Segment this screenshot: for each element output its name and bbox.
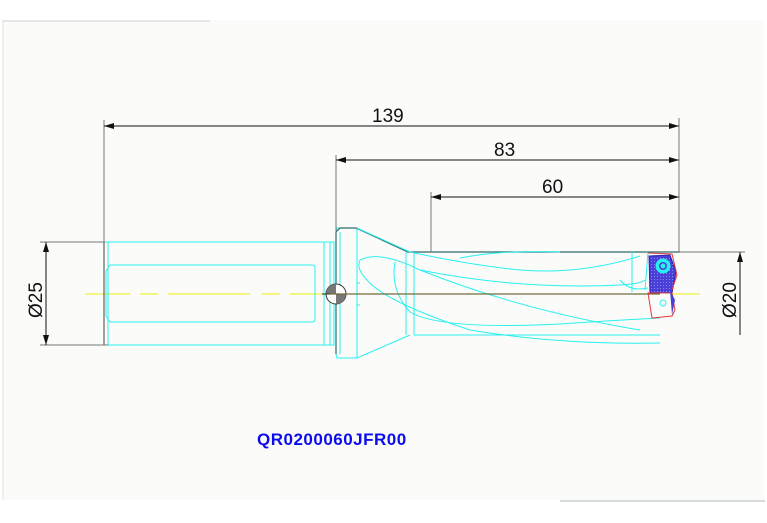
label-cutting-diameter: Ø20 (720, 282, 741, 318)
drawing-frame (2, 20, 764, 500)
fluted-body (358, 251, 661, 344)
part-number-label: QR0200060JFR00 (257, 430, 407, 449)
body-top-profile (335, 227, 680, 354)
cutting-insert (647, 252, 678, 319)
neck-transition (356, 227, 415, 359)
label-shank-diameter: Ø25 (26, 282, 47, 318)
label-overall-length: 139 (372, 106, 404, 127)
label-body-length: 83 (494, 140, 515, 161)
coolant-hole-symbol (322, 283, 350, 305)
label-flute-length: 60 (542, 177, 563, 198)
dimension-lines (40, 118, 745, 346)
